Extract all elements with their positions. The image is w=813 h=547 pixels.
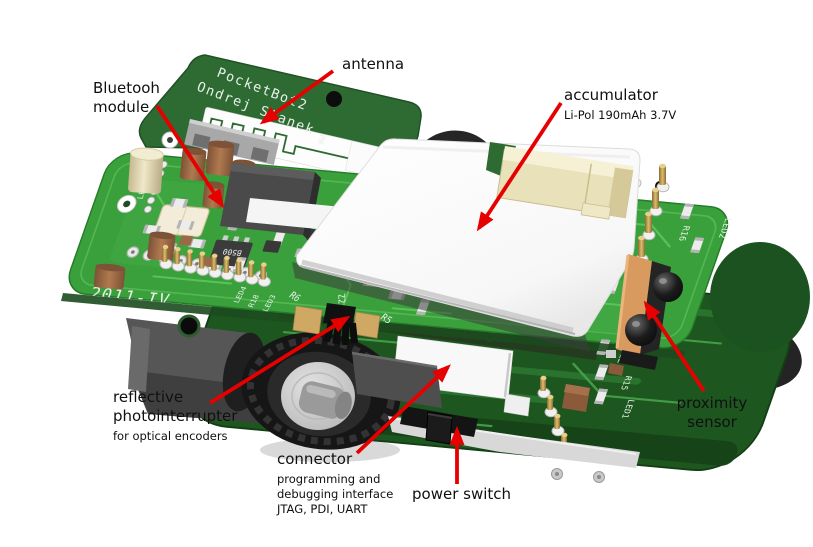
- top-board-mount-hole: [161, 131, 179, 149]
- antenna-arrow: [259, 69, 335, 125]
- label-connector-title: connector: [277, 450, 353, 468]
- silkscreen-ic-mark: B500: [221, 247, 243, 257]
- label-bluetooth-module: Bluetooh module: [93, 79, 160, 117]
- label-reflective-photointerrupter-subtitle: for optical encoders: [113, 429, 228, 444]
- label-proximity-sensor: proximity sensor: [668, 394, 756, 432]
- label-connector: connector programming and debugging inte…: [277, 450, 393, 516]
- ir-dome-lower: [625, 314, 657, 346]
- deck-pin-row: [537, 375, 572, 456]
- top-board-hole: [326, 91, 342, 107]
- battery-shadow: [292, 262, 590, 352]
- label-connector-subtitle: programming and debugging interface JTAG…: [277, 472, 394, 516]
- label-reflective-photointerrupter: reflective photointerrupter for optical …: [113, 388, 237, 444]
- wheel-axle: [298, 381, 352, 420]
- ir-dome-upper: [653, 272, 683, 302]
- silkscreen-ref-z2: Z2: [335, 293, 346, 305]
- connector-arrow: [355, 364, 451, 455]
- label-accumulator-subtitle: Li-Pol 190mAh 3.7V: [564, 108, 677, 123]
- annotation-arrows: [155, 69, 706, 484]
- electrolytic-cap: [128, 147, 164, 194]
- label-accumulator: accumulator Li-Pol 190mAh 3.7V: [564, 86, 676, 123]
- accumulator-arrow: [476, 101, 563, 232]
- label-power-switch: power switch: [412, 485, 511, 504]
- bluetooth-module-arrow: [155, 104, 225, 209]
- bluetooth-module-chip: [220, 163, 352, 241]
- proximity-sensor-arrow: [643, 300, 706, 393]
- mount-hole: [116, 194, 137, 213]
- label-bluetooth-module-title: Bluetooh module: [93, 79, 160, 117]
- label-accumulator-title: accumulator: [564, 86, 658, 104]
- label-antenna: antenna: [342, 55, 404, 74]
- label-antenna-title: antenna: [342, 55, 405, 73]
- label-proximity-sensor-title: proximity sensor: [676, 394, 748, 432]
- label-power-switch-title: power switch: [412, 485, 512, 503]
- photointerrupter-arrow: [208, 315, 351, 405]
- deck-component-brown: [562, 384, 590, 412]
- bottom-screws: [551, 468, 605, 483]
- programming-connector: [351, 335, 531, 417]
- deck-right-corner: [710, 242, 810, 352]
- battery-connector: [496, 146, 634, 220]
- label-reflective-photointerrupter-title: reflective photointerrupter: [113, 388, 238, 426]
- left-pin-row: [159, 244, 271, 287]
- silkscreen-upper-board-mark: PW: [316, 134, 327, 145]
- antenna-connector-strip: [184, 118, 280, 166]
